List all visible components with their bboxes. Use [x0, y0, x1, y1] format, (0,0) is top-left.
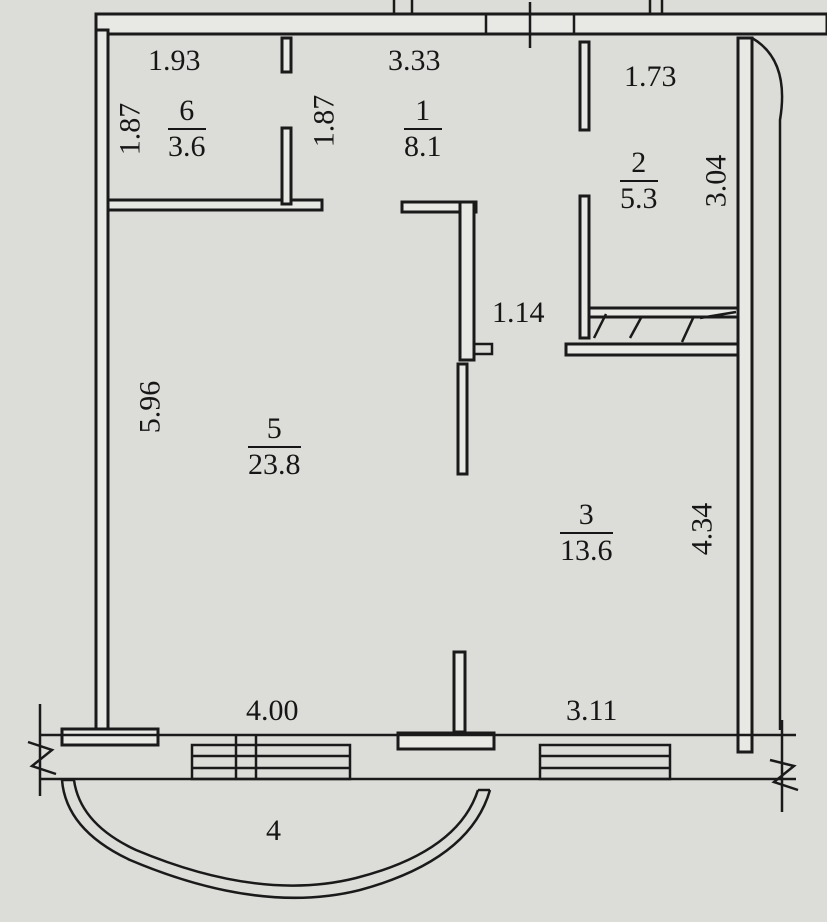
wall-room2-left [578, 194, 591, 340]
room-area: 23.8 [248, 448, 301, 481]
room-number: 6 [168, 96, 206, 130]
dimension-label: 4.00 [246, 694, 299, 727]
wall-room2-left-top [578, 40, 591, 132]
wall-top [94, 12, 827, 36]
room-number: 2 [620, 148, 658, 182]
room-1-label: 1 8.1 [404, 96, 442, 162]
dimension-label: 1.93 [148, 44, 201, 77]
room-3-label: 3 13.6 [560, 500, 613, 566]
wall-corridor-stub [400, 200, 478, 214]
room-area: 8.1 [404, 130, 442, 163]
balcony-label: 4 [266, 814, 281, 847]
room-number: 3 [560, 500, 613, 534]
room-number: 1 [404, 96, 442, 130]
dimension-label: 4.34 [685, 502, 719, 556]
wardrobe-rail [587, 306, 740, 319]
room-area: 5.3 [620, 182, 658, 215]
wall-bottom-left-block [60, 727, 160, 747]
wall-room6-bottom [106, 198, 324, 212]
wall-room2-bottom [564, 342, 740, 357]
wall-room5-right [458, 200, 476, 362]
dimension-label: 1.14 [492, 296, 545, 329]
room-6-label: 6 3.6 [168, 96, 206, 162]
dimension-label: 3.33 [388, 44, 441, 77]
room-number: 5 [248, 414, 301, 448]
room-area: 13.6 [560, 534, 613, 567]
room-area: 3.6 [168, 130, 206, 163]
dimension-label: 1.73 [624, 60, 677, 93]
dimension-label: 3.04 [699, 154, 733, 208]
wall-left [94, 28, 110, 732]
dimension-label: 1.87 [307, 94, 341, 148]
room-5-label: 5 23.8 [248, 414, 301, 480]
dimension-label: 3.11 [566, 694, 618, 727]
wall-bottom-mid-block [396, 731, 496, 751]
wall-right [736, 36, 754, 754]
wall-room6-right [280, 126, 293, 206]
dimension-label: 1.87 [113, 102, 147, 156]
wall-room3-stub [452, 650, 467, 734]
dimension-label: 5.96 [133, 380, 167, 434]
room-2-label: 2 5.3 [620, 148, 658, 214]
wall-room5-right-lower [456, 362, 469, 476]
wall-room6-right-top [280, 36, 293, 74]
